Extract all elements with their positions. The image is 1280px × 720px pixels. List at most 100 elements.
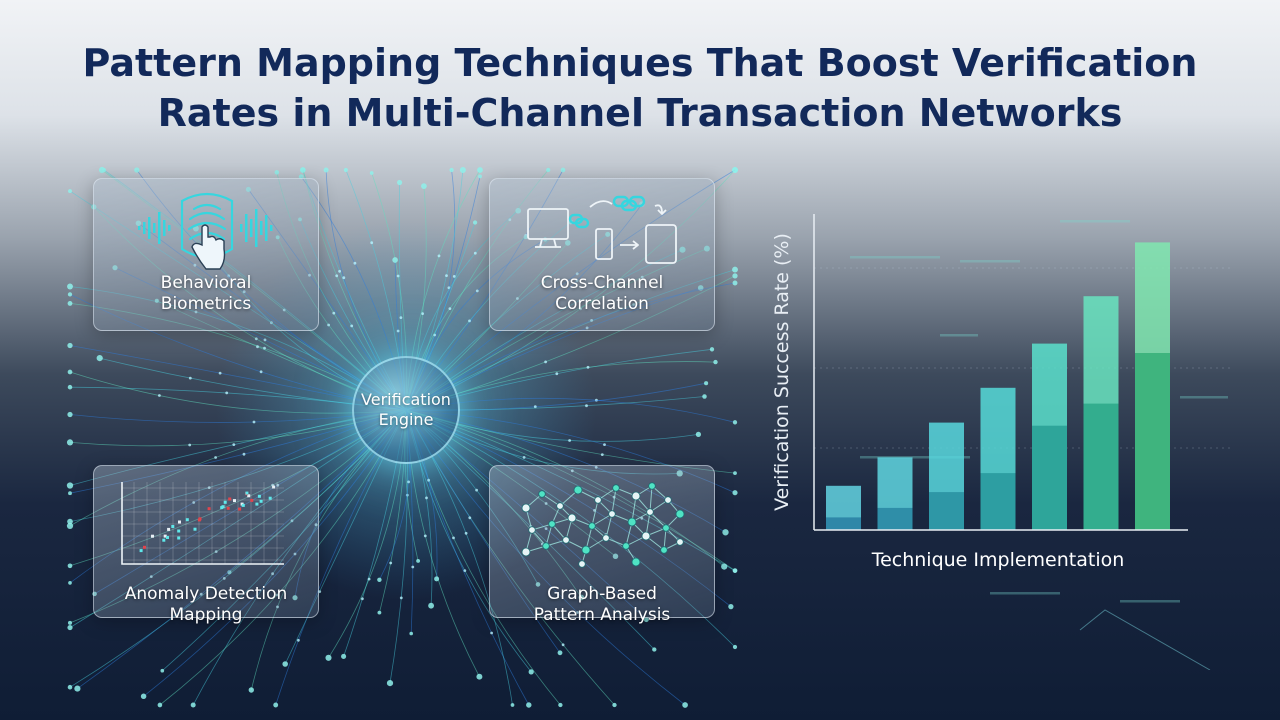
graph-node (562, 536, 570, 544)
graph-node (602, 534, 610, 542)
network-node (732, 420, 738, 425)
network-node (274, 170, 280, 175)
network-node (528, 669, 534, 675)
network-node (557, 650, 563, 656)
normal-point (223, 500, 227, 504)
network-node (314, 523, 318, 527)
network-node (612, 702, 617, 708)
network-node (327, 323, 330, 327)
network-node (477, 167, 483, 173)
network-node (259, 370, 263, 374)
network-node (570, 469, 574, 473)
anomaly-point (228, 497, 232, 501)
cross-channel-correlation-card[interactable]: Cross-Channel Correlation (489, 178, 715, 331)
network-node (533, 405, 537, 409)
network-node (732, 490, 738, 496)
network-node (282, 661, 288, 667)
anomaly-point (207, 507, 211, 511)
network-node (709, 347, 715, 352)
network-node (510, 703, 515, 707)
network-node (682, 702, 688, 708)
network-node (516, 297, 519, 300)
network-ray (405, 409, 686, 706)
network-node (652, 647, 657, 652)
network-node (67, 411, 73, 418)
normal-point (167, 527, 171, 531)
network-node (252, 420, 256, 424)
network-node (276, 483, 280, 487)
normal-point (163, 534, 167, 538)
network-node (218, 371, 222, 375)
network-node (188, 443, 192, 447)
network-node (112, 265, 118, 271)
network-node (555, 372, 559, 376)
graph-based-pattern-card[interactable]: Graph-Based Pattern Analysis (489, 465, 715, 625)
network-node (423, 534, 427, 538)
network-node (135, 220, 142, 226)
graph-node (664, 496, 672, 504)
network-node (452, 536, 455, 540)
anomaly-detection-card[interactable]: Anomaly Detection Mapping (93, 465, 319, 625)
decoration-line (990, 592, 1060, 595)
network-node (332, 311, 336, 315)
network-node (343, 167, 348, 173)
network-node (600, 453, 604, 456)
network-node (300, 167, 306, 173)
behavioral-biometrics-card[interactable]: Behavioral Biometrics (93, 178, 319, 331)
network-node (565, 240, 571, 246)
network-node (679, 246, 686, 253)
network-node (292, 595, 298, 601)
network-node (338, 269, 341, 273)
network-node (192, 501, 196, 504)
network-node (67, 369, 73, 375)
normal-point (185, 518, 189, 522)
bar-base (1083, 403, 1119, 530)
network-node (396, 274, 400, 278)
graph-node (675, 509, 685, 519)
graph-edge (591, 513, 613, 527)
network-node (617, 278, 620, 282)
network-node (728, 603, 734, 610)
network-node (399, 596, 403, 600)
network-node (448, 307, 452, 310)
network-node (421, 312, 424, 315)
network-node (67, 283, 73, 290)
network-node (318, 590, 322, 593)
decoration-line (1180, 396, 1228, 399)
network-node (199, 592, 203, 596)
network-node (568, 439, 571, 442)
graph-node (542, 542, 550, 550)
network-node (225, 391, 229, 395)
network-node (475, 289, 479, 293)
normal-point (139, 549, 143, 553)
network-node (713, 359, 718, 365)
network-node (526, 702, 532, 708)
normal-point (257, 494, 261, 498)
network-node (68, 189, 72, 194)
network-node (67, 684, 73, 690)
network-node (416, 558, 421, 563)
network-node (612, 553, 619, 560)
normal-point (166, 536, 169, 539)
network-node (475, 488, 478, 492)
network-ray (69, 409, 407, 688)
graph-node (556, 502, 564, 510)
network-node (282, 308, 286, 312)
network-node (101, 167, 107, 173)
network-node (67, 292, 73, 297)
network-node (544, 527, 548, 530)
network-node (603, 443, 606, 446)
network-node (561, 643, 565, 647)
network-node (733, 471, 737, 476)
network-node (242, 290, 246, 294)
network-node (399, 316, 403, 319)
network-node (232, 443, 236, 446)
network-node (578, 594, 585, 601)
graph-node (660, 546, 668, 554)
network-node (732, 280, 738, 286)
network-node (490, 631, 493, 635)
anomaly-detection-label: Anomaly Detection Mapping (124, 584, 288, 625)
network-node (576, 611, 579, 614)
graph-node (581, 545, 591, 555)
graph-node (631, 491, 641, 501)
